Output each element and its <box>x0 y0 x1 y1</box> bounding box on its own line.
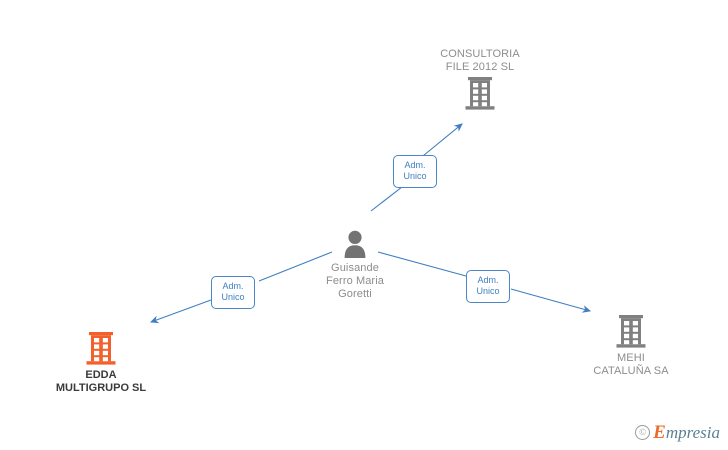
node-consultoria-file-2012[interactable]: CONSULTORIA FILE 2012 SL <box>395 48 565 111</box>
edge-line-to-mehi-2 <box>510 288 592 313</box>
node-guisande-ferro-maria-goretti[interactable]: Guisande Ferro Maria Goretti <box>270 230 440 301</box>
building-icon <box>395 77 565 111</box>
node-label-mehi-cataluna: MEHI CATALUÑA SA <box>593 352 669 377</box>
edge-label-to-consultoria[interactable]: Adm. Unico <box>393 155 437 188</box>
brand-name: mpresia <box>665 423 720 442</box>
edge-line-to-consultoria-2 <box>417 123 463 161</box>
building-icon <box>16 332 186 366</box>
building-icon <box>546 315 716 349</box>
node-mehi-cataluna[interactable]: MEHI CATALUÑA SA <box>546 315 716 378</box>
edge-label-to-edda[interactable]: Adm. Unico <box>211 276 255 309</box>
person-icon <box>270 230 440 258</box>
edge-line-to-mehi <box>377 251 467 277</box>
brand-initial: E <box>653 422 666 443</box>
edge-line-to-edda-2 <box>149 299 212 324</box>
node-label-consultoria-file-2012: CONSULTORIA FILE 2012 SL <box>440 48 520 73</box>
node-edda-multigrupo[interactable]: EDDA MULTIGRUPO SL <box>16 332 186 395</box>
edge-line-to-edda <box>258 251 333 282</box>
empresia-watermark: © E mpresia <box>635 423 720 442</box>
node-label-edda-multigrupo: EDDA MULTIGRUPO SL <box>55 369 147 394</box>
edge-label-to-mehi[interactable]: Adm. Unico <box>466 270 510 303</box>
copyright-icon: © <box>635 425 651 440</box>
node-label-guisande-ferro-maria-goretti: Guisande Ferro Maria Goretti <box>326 262 384 300</box>
